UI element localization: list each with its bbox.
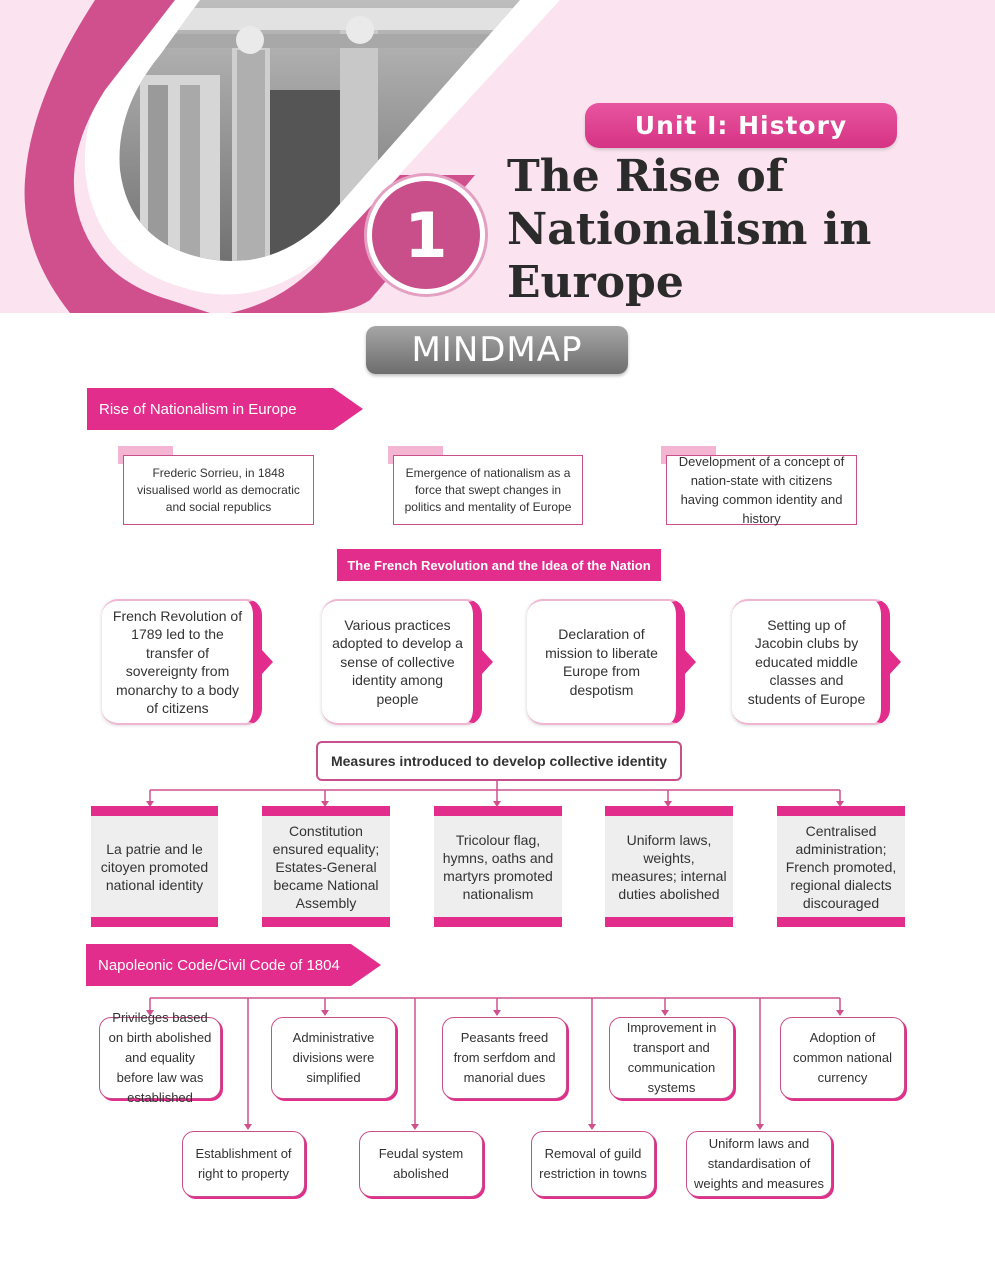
box-feudal-system-abolished: Feudal system abolished	[359, 1131, 483, 1197]
box-sorrieu: Frederic Sorrieu, in 1848 visualised wor…	[123, 455, 314, 525]
box-administrative-divisions: Administrative divisions were simplified	[271, 1017, 396, 1099]
box-uniform-laws: Uniform laws, weights, measures; interna…	[605, 806, 733, 927]
box-right-to-property: Establishment of right to property	[182, 1131, 305, 1197]
banner-rise-of-nationalism: Rise of Nationalism in Europe	[87, 388, 363, 430]
chapter-number: 1	[367, 176, 485, 294]
banner-french-revolution: The French Revolution and the Idea of th…	[337, 549, 661, 581]
title-line-1: The Rise of	[507, 151, 785, 202]
box-common-currency: Adoption of common national currency	[780, 1017, 905, 1099]
arrow-tip	[261, 649, 273, 675]
box-emergence: Emergence of nationalism as a force that…	[393, 455, 583, 525]
chapter-title: The Rise of Nationalism in Europe	[507, 150, 977, 309]
title-line-2: Nationalism in	[507, 204, 872, 255]
box-tricolour-flag: Tricolour flag, hymns, oaths and martyrs…	[434, 806, 562, 927]
mindmap-label: MINDMAP	[366, 326, 628, 374]
unit-label: Unit I: History	[585, 103, 897, 148]
box-constitution: Constitution ensured equality; Estates-G…	[262, 806, 390, 927]
banner-napoleonic-code: Napoleonic Code/Civil Code of 1804	[86, 944, 381, 986]
box-centralised-administration: Centralised administration; French promo…	[777, 806, 905, 927]
box-transport-improvement: Improvement in transport and communicati…	[609, 1017, 734, 1099]
box-peasants-freed: Peasants freed from serfdom and manorial…	[442, 1017, 567, 1099]
arrow-tip	[684, 649, 696, 675]
banner-measures: Measures introduced to develop collectiv…	[316, 741, 682, 781]
box-french-revolution-1789: French Revolution of 1789 led to the tra…	[102, 599, 262, 725]
arrow-tip	[889, 649, 901, 675]
box-nation-state: Development of a concept of nation-state…	[666, 454, 857, 526]
box-collective-identity-practices: Various practices adopted to develop a s…	[322, 599, 482, 725]
arrow-tip	[481, 649, 493, 675]
box-la-patrie: La patrie and le citoyen promoted nation…	[91, 806, 218, 927]
box-liberate-europe: Declaration of mission to liberate Europ…	[527, 599, 685, 725]
box-jacobin-clubs: Setting up of Jacobin clubs by educated …	[732, 599, 890, 725]
box-guild-restriction-removed: Removal of guild restriction in towns	[531, 1131, 655, 1197]
box-privileges-abolished: Privileges based on birth abolished and …	[99, 1010, 221, 1105]
box-uniform-weights-measures: Uniform laws and standardisation of weig…	[686, 1131, 832, 1197]
title-line-3: Europe	[507, 257, 684, 308]
